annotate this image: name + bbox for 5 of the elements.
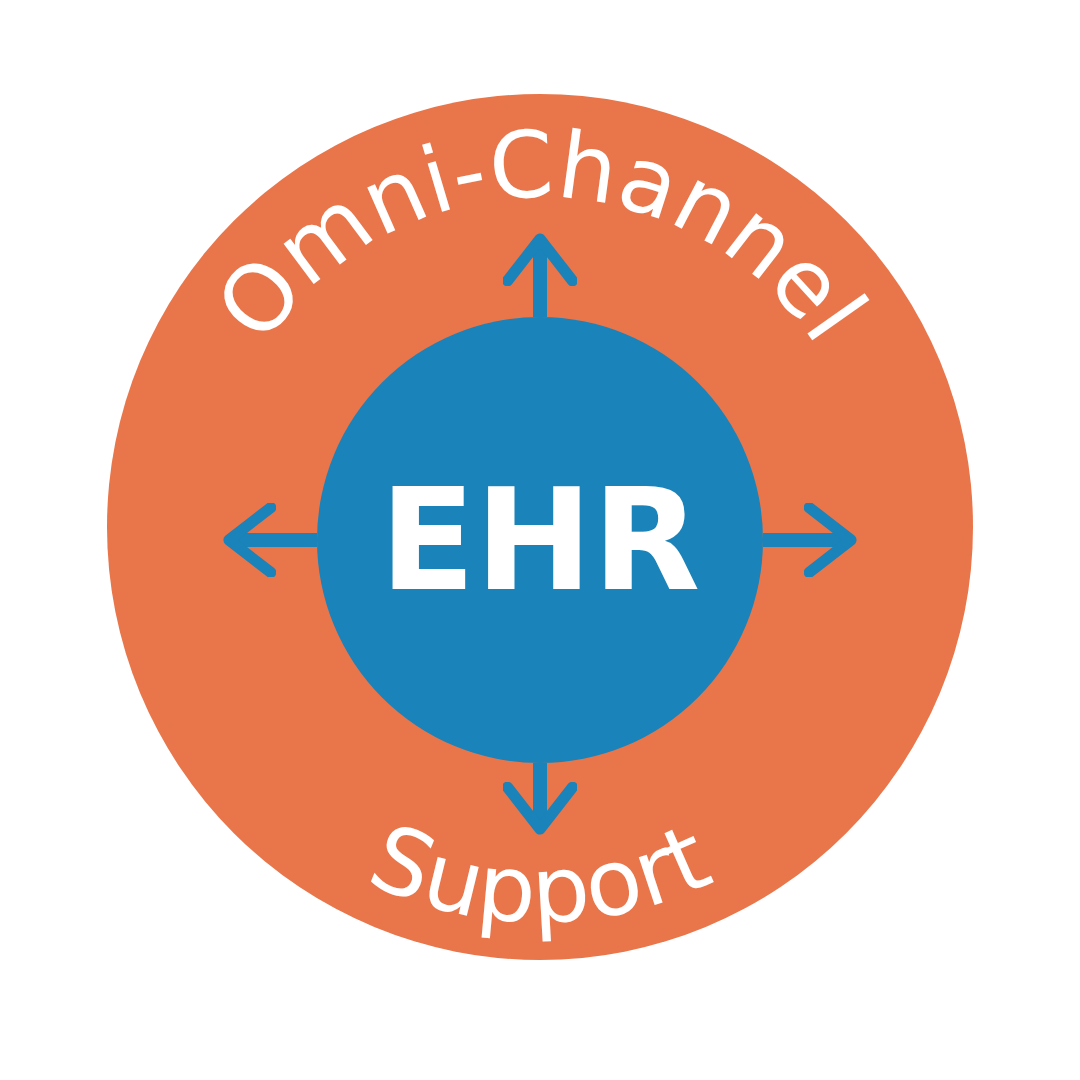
center-label: EHR bbox=[379, 458, 701, 622]
arrow bbox=[763, 501, 857, 579]
arrow bbox=[501, 763, 579, 835]
arrow bbox=[223, 501, 317, 579]
ring-subtitle: Support bbox=[355, 803, 725, 945]
